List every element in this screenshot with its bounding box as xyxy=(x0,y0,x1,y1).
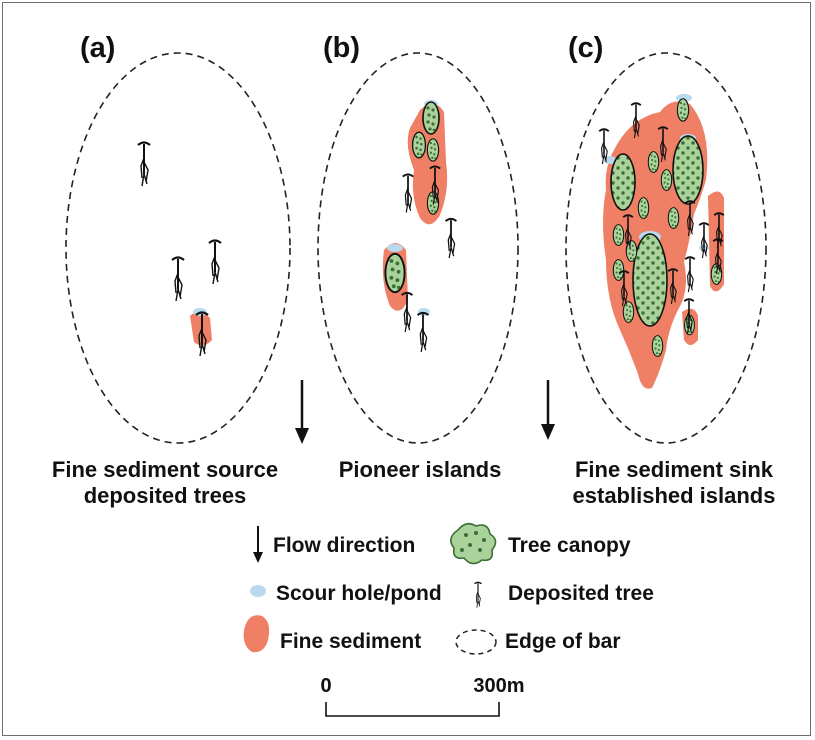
deposited-tree-icon xyxy=(473,581,483,609)
deposited-tree xyxy=(170,256,186,303)
panel-c-caption-line2: established islands xyxy=(573,483,776,508)
deposited-tree xyxy=(444,217,458,260)
panel-b-caption: Pioneer islands xyxy=(339,457,502,482)
tree-canopy xyxy=(676,98,690,122)
deposited-tree xyxy=(416,311,430,354)
flow-arrow xyxy=(541,380,555,440)
bar-edge-c xyxy=(565,52,767,444)
bar-edge-b xyxy=(317,52,519,444)
scale-bar: 0 300m xyxy=(320,675,525,717)
legend-deposited-tree-label: Deposited tree xyxy=(508,582,654,605)
tree-canopy xyxy=(651,335,664,357)
legend-edge-of-bar-label: Edge of bar xyxy=(505,630,621,653)
scale-bar-line xyxy=(325,702,500,717)
deposited-tree xyxy=(684,256,696,293)
legend-scour-hole-label: Scour hole/pond xyxy=(276,582,442,605)
tree-canopy xyxy=(660,169,673,191)
flow-arrow xyxy=(295,380,309,444)
tree-canopy xyxy=(384,252,406,294)
scour-hole xyxy=(604,156,616,164)
tree-canopy xyxy=(632,233,668,327)
tree-canopy-icon xyxy=(450,522,497,565)
panel-a-caption-line2: deposited trees xyxy=(84,483,247,508)
scale-bar-start-label: 0 xyxy=(320,675,331,697)
bar-edge-a xyxy=(65,52,291,444)
deposited-tree xyxy=(401,173,415,214)
scour-hole xyxy=(387,244,403,252)
fine-sediment-icon xyxy=(243,615,270,653)
tree-canopy xyxy=(612,224,625,246)
panel-b: (b) Pioneer islands xyxy=(317,32,519,482)
legend-tree-canopy: Tree canopy xyxy=(450,522,631,565)
tree-canopy xyxy=(637,197,650,219)
tree-canopy xyxy=(610,153,636,211)
tree-canopy xyxy=(422,101,440,135)
panel-c-label: (c) xyxy=(568,32,603,64)
panel-a: (a) Fine sediment source deposited trees xyxy=(52,32,291,508)
panel-c: (c) xyxy=(565,32,776,508)
tree-canopy xyxy=(667,207,680,229)
tree-canopy xyxy=(647,151,660,173)
panel-b-label: (b) xyxy=(323,32,360,64)
legend-tree-canopy-label: Tree canopy xyxy=(508,534,631,557)
panel-a-caption-line1: Fine sediment source xyxy=(52,457,278,482)
deposited-tree xyxy=(207,239,223,286)
panel-c-caption-line1: Fine sediment sink xyxy=(575,457,774,482)
legend-scour-hole: Scour hole/pond xyxy=(250,582,442,605)
tree-canopy xyxy=(426,138,440,162)
deposited-tree xyxy=(136,141,152,188)
scale-bar-end-label: 300m xyxy=(473,675,524,697)
legend-flow-direction: Flow direction xyxy=(253,526,415,563)
panel-a-label: (a) xyxy=(80,32,115,64)
tree-canopy xyxy=(411,131,427,159)
edge-of-bar-icon xyxy=(455,629,497,655)
scour-hole-icon xyxy=(250,585,266,597)
deposited-tree xyxy=(698,222,710,259)
legend-fine-sediment-label: Fine sediment xyxy=(280,630,421,653)
legend: Flow direction Scour hole/pond Fine sedi… xyxy=(243,522,654,655)
legend-fine-sediment: Fine sediment xyxy=(243,615,421,653)
tree-canopy xyxy=(612,259,625,281)
tree-canopy xyxy=(672,135,704,205)
tree-canopy xyxy=(622,301,635,323)
legend-deposited-tree: Deposited tree xyxy=(473,581,654,609)
legend-edge-of-bar: Edge of bar xyxy=(455,629,621,655)
legend-flow-direction-label: Flow direction xyxy=(273,534,415,557)
